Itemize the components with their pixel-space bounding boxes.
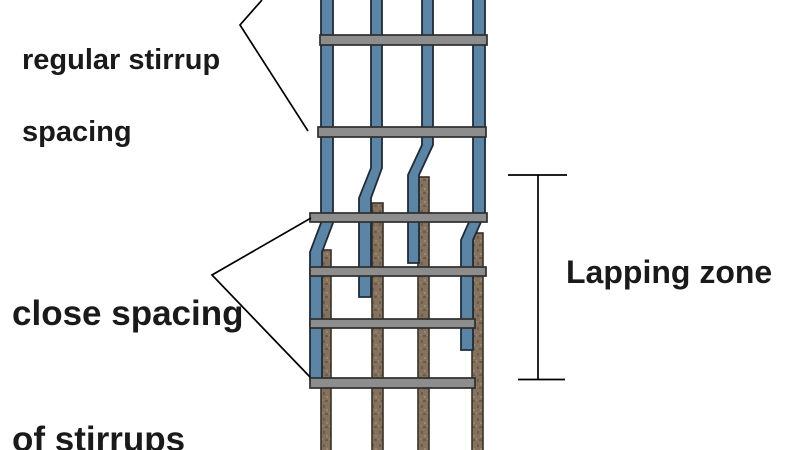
stirrup-6 — [309, 377, 476, 389]
stirrup-2 — [317, 126, 487, 138]
label-close-stirrup-spacing: close spacing of stirrups — [12, 209, 243, 450]
leader-close-spacing — [210, 217, 312, 378]
stirrup-5 — [309, 318, 476, 329]
label-close-line1: close spacing — [12, 294, 244, 333]
upper-bar-3 — [407, 0, 434, 264]
stirrup-3 — [309, 212, 488, 223]
stirrup-4 — [309, 266, 487, 277]
dimension-lapping-zone — [508, 174, 567, 381]
label-close-line2: of stirrups — [12, 420, 186, 450]
label-regular-line1: regular stirrup — [22, 44, 221, 76]
label-lapping-zone: Lapping zone — [566, 254, 773, 290]
leader-regular-spacing — [238, 0, 309, 132]
label-regular-stirrup-spacing: regular stirrup spacing — [22, 0, 220, 192]
label-regular-line2: spacing — [22, 116, 132, 148]
stirrups — [309, 34, 488, 389]
stirrup-1 — [319, 34, 488, 46]
lower-bar-3 — [417, 176, 430, 450]
